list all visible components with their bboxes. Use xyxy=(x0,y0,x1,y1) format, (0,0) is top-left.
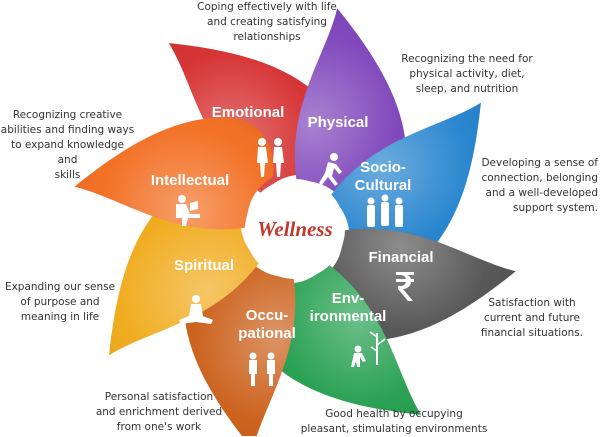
meditation-icon xyxy=(179,295,213,324)
professionals-icon xyxy=(249,352,275,386)
petal-intellectual-shine xyxy=(74,117,274,230)
description-spiritual: Expanding our sense of purpose and meani… xyxy=(4,281,116,323)
rupee-icon xyxy=(396,272,414,301)
petal-label-emotional: Emotional xyxy=(212,104,285,121)
description-financial: Satisfaction with current and future fin… xyxy=(480,297,584,339)
petal-label-socio-cultural: Socio-Cultural xyxy=(355,159,412,194)
runner-icon xyxy=(319,153,342,186)
petal-label-environmental: Env-ironmental xyxy=(310,290,387,325)
description-socio-cultural: Developing a sense of connection, belong… xyxy=(481,157,598,214)
petal-label-financial: Financial xyxy=(368,249,433,266)
planting-tree-icon xyxy=(351,331,386,367)
petal-label-physical: Physical xyxy=(308,114,369,131)
description-environmental: Good health by occupying pleasant, stimu… xyxy=(300,408,488,435)
center-wellness-label: Wellness xyxy=(257,217,332,241)
description-emotional: Coping effectively with life and creatin… xyxy=(197,1,337,43)
walking-couple-icon xyxy=(257,138,284,177)
reading-icon xyxy=(176,195,200,226)
center-hub xyxy=(245,179,345,279)
petal-label-intellectual: Intellectual xyxy=(151,172,229,189)
petal-label-occupational: Occu-pational xyxy=(238,307,296,342)
description-physical: Recognizing the need for physical activi… xyxy=(401,53,533,95)
petal-label-spiritual: Spiritual xyxy=(174,257,234,274)
description-intellectual: Recognizing creative abilities and findi… xyxy=(0,109,135,181)
description-occupational: Personal satisfaction and enrichment der… xyxy=(95,391,223,433)
group-people-icon xyxy=(367,194,403,227)
